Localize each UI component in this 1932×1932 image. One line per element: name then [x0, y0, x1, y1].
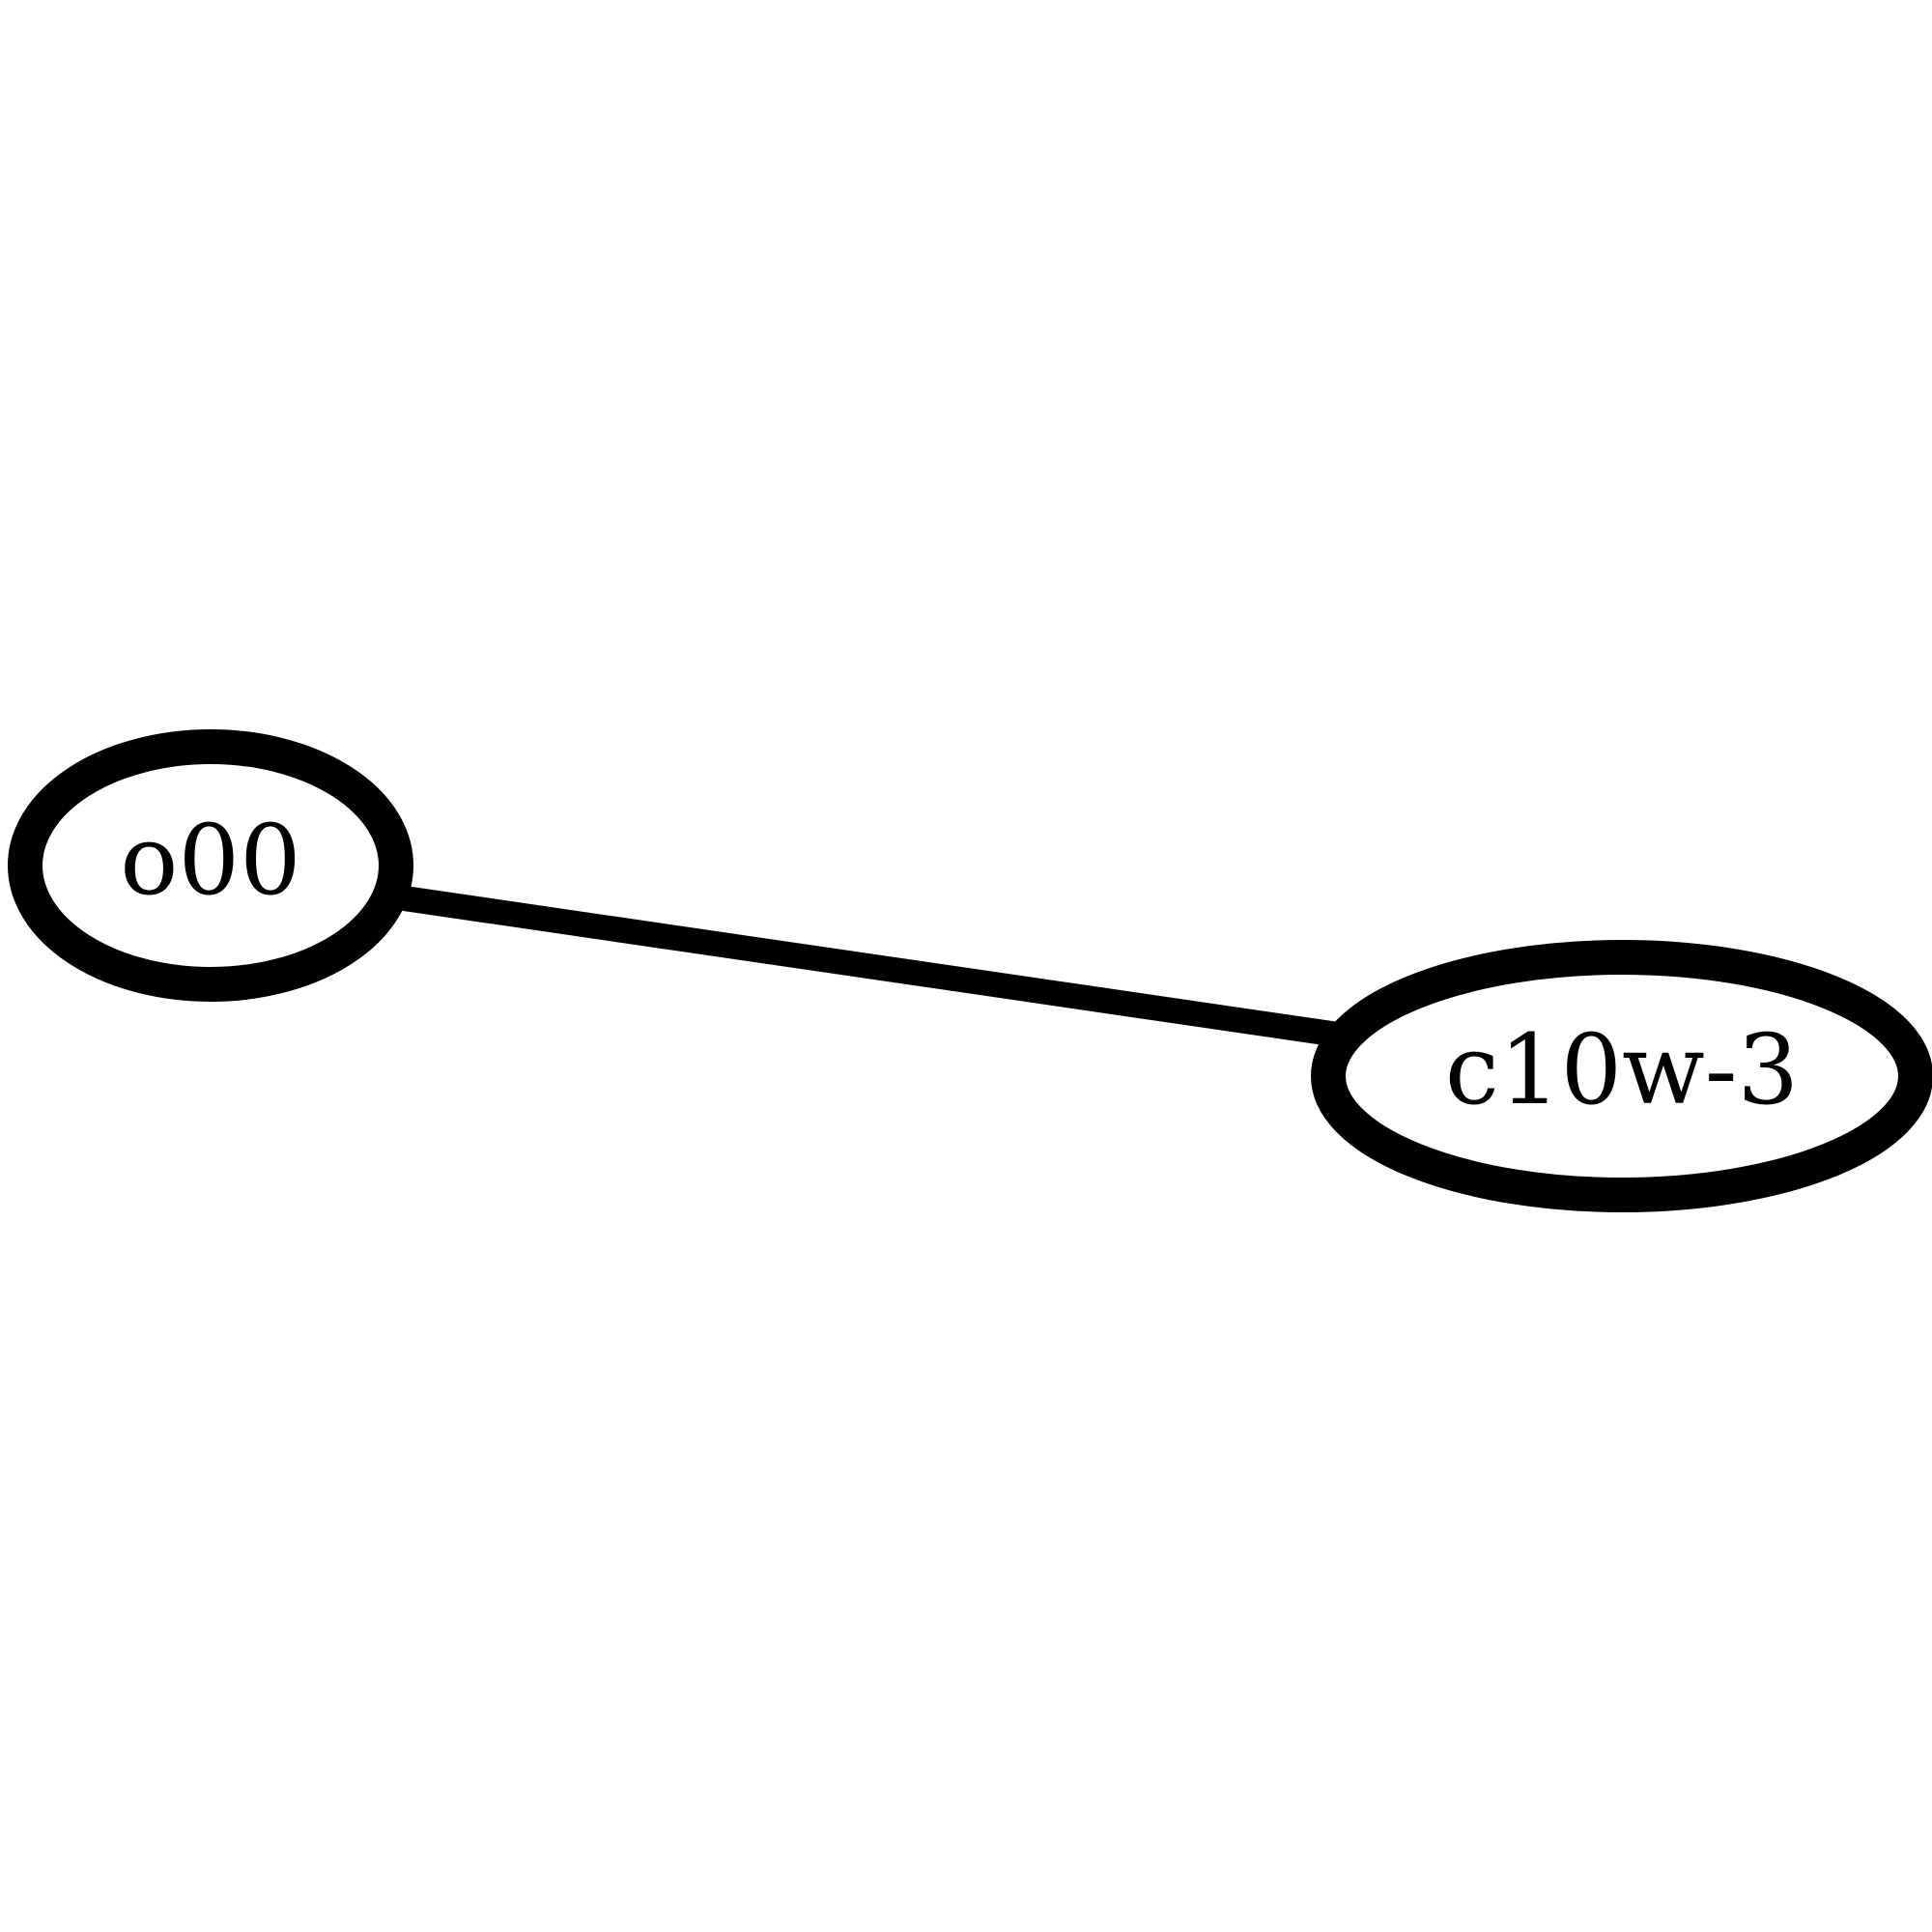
node-o00: o00: [8, 729, 413, 1002]
node-o00-shape: [8, 729, 413, 1002]
edge-o00-c10w-3: [383, 883, 1347, 1048]
node-c10w-3-label: c10w-3: [1445, 1013, 1799, 1126]
node-c10w-3-shape: [1311, 940, 1932, 1212]
node-o00-label: o00: [120, 804, 300, 917]
node-c10w-3: c10w-3: [1311, 940, 1932, 1212]
